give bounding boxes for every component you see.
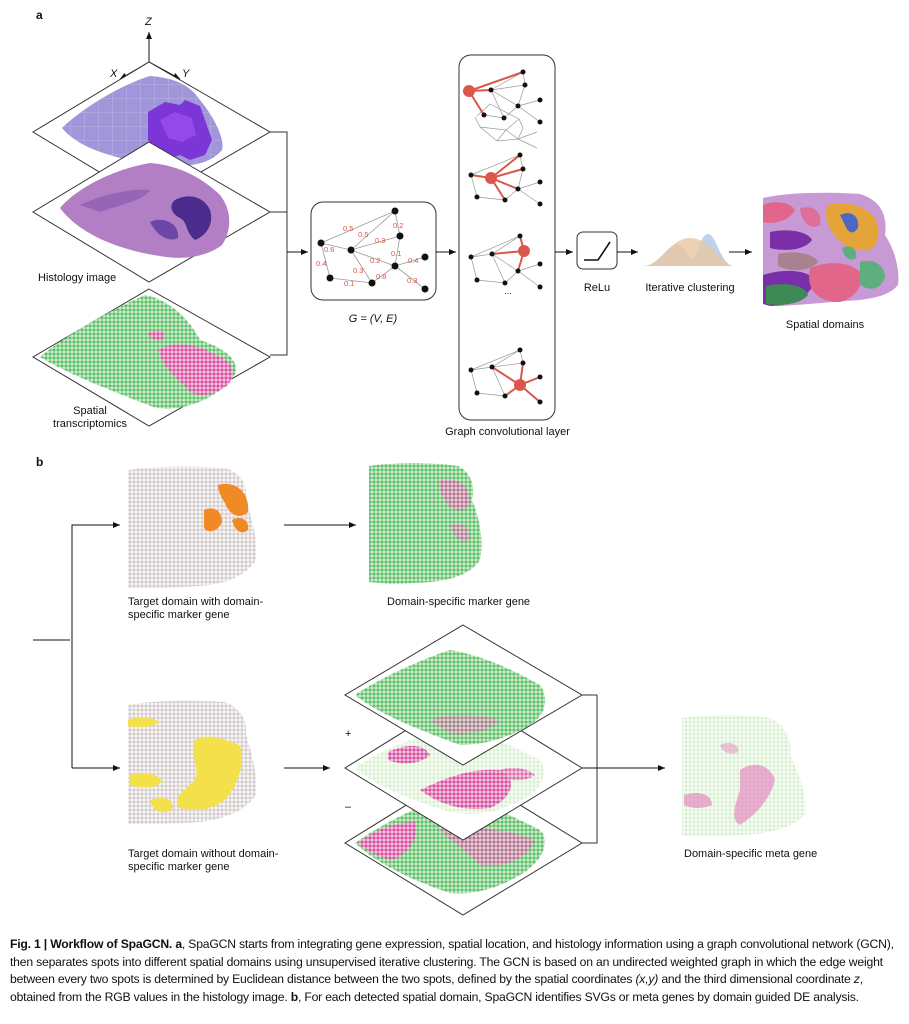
tissue-marker-gene [369,463,482,584]
meta-plane-bottom [344,769,583,916]
meta-plane-middle [344,694,583,841]
edge-weight: 0.4 [408,256,419,265]
caption-mid-text: and the third dimensional coordinate [658,972,854,986]
domains-label: Spatial domains [785,319,865,331]
histology-plane [32,141,271,283]
edge-weight: 0.8 [376,272,387,281]
spatial-label-line1: Spatial [73,405,107,417]
marker-gene-label: Domain-specific marker gene [387,596,531,608]
gcl-box [458,54,556,421]
edge-weight: 0.2 [370,256,381,265]
caption-a-text: , SpaGCN starts from integrating gene ex… [10,937,894,986]
edge-weight: 0.5 [343,224,354,233]
panel-a-letter: a [36,8,43,22]
meta-gene-label: Domain-specific meta gene [684,848,818,860]
graph-label: G = (V, E) [348,313,398,325]
edge-weight: 0.1 [344,279,355,288]
spatial-label-line2: transcriptomics [53,418,127,430]
edge-weight: 0.6 [324,245,335,254]
relu-label: ReLu [583,282,611,294]
caption-b-text: , For each detected spatial domain, SpaG… [297,989,859,1004]
gcl-ellipsis: ... [504,286,512,296]
caption-a-text2: , obtained from the RGB values in the hi… [10,972,863,1004]
edge-weight: 0.3 [353,266,364,275]
axis-z-label: Z [145,16,152,28]
caption-fig-title: Fig. 1 | Workflow of SpaGCN. [10,937,173,951]
edge-weight: 0.2 [393,221,404,230]
relu-icon [576,231,618,270]
caption-z: z [853,972,860,986]
axis-y-label: Y [182,68,190,80]
connector-a-1 [270,131,308,356]
caption-xy: (x,y) [635,972,659,986]
edge-weight: 0.4 [316,259,327,268]
edge-weight: 0.3 [407,276,418,285]
target-without-label-line1: Target domain without domain- [128,848,279,860]
tissue-target-without-marker [128,700,257,824]
gcl-graph-1 [474,103,538,149]
clustering-label: Iterative clustering [645,282,735,294]
panel-b-letter: b [36,455,44,469]
axis-x-label: X [110,68,118,80]
panel-b-connectors [33,522,665,844]
edge-weight: 0.3 [375,236,386,245]
spatial-plane [32,288,272,427]
minus-sign: – [345,801,352,813]
tissue-meta-gene [682,715,806,836]
figure-caption: Fig. 1 | Workflow of SpaGCN. a, SpaGCN s… [10,936,902,1006]
clustering-icon [643,234,733,266]
meta-plane-top [344,624,583,766]
spatial-domains-map [763,192,899,306]
histology-label: Histology image [38,272,117,284]
caption-a-letter: a [175,937,182,951]
graph-box [310,201,437,301]
caption-b-letter: b [290,989,298,1004]
figure-graphics [32,32,899,916]
tissue-target-with-marker [128,466,257,588]
target-without-label-line2: specific marker gene [128,861,230,873]
target-with-label-line1: Target domain with domain- [128,596,264,608]
edge-weight: 0.5 [358,230,369,239]
target-with-label-line2: specific marker gene [128,609,230,621]
gcl-label: Graph convolutional layer [445,426,570,438]
plus-sign: + [345,728,352,740]
edge-weight: 0.1 [391,249,402,258]
